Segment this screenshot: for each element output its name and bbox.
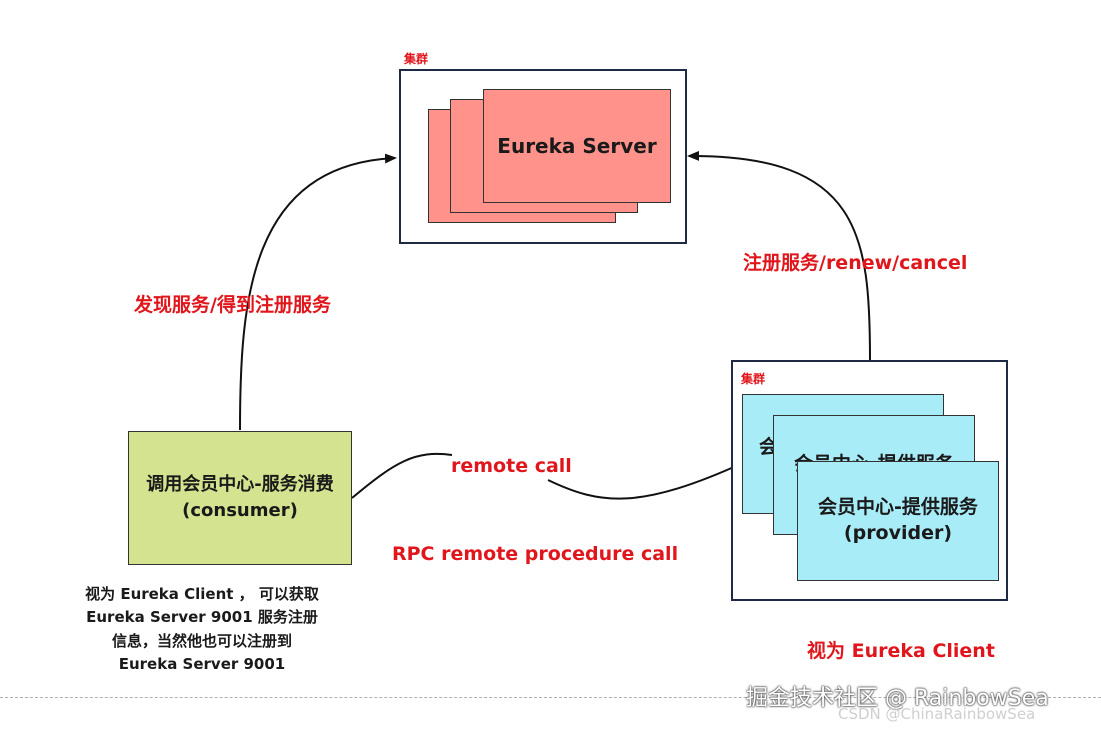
remote-call-label: remote call bbox=[451, 455, 572, 477]
rpc-label: RPC remote procedure call bbox=[392, 543, 679, 565]
provider-cluster: 集群 会 会员中心-提供服务 会员中心-提供服务 (provider) bbox=[731, 360, 1008, 601]
consumer-note-line: Eureka Server 9001 bbox=[118, 654, 286, 673]
register-arrow bbox=[687, 150, 871, 361]
server-cluster-label: 集群 bbox=[404, 52, 429, 66]
consumer-note-line: 信息，当然他也可以注册到 bbox=[111, 631, 292, 650]
remote-call-arrow bbox=[351, 454, 745, 500]
server-cluster: E E Eureka Server bbox=[399, 69, 687, 244]
consumer-note-line: Eureka Server 9001 服务注册 bbox=[86, 608, 318, 627]
server-card-front: Eureka Server bbox=[483, 89, 671, 203]
watermark-main: 掘金技术社区 @ RainbowSea bbox=[746, 686, 1049, 711]
consumer-note: 视为 Eureka Client ， 可以获取 Eureka Server 90… bbox=[66, 583, 338, 676]
provider-cluster-label: 集群 bbox=[741, 372, 766, 386]
provider-client-label: 视为 Eureka Client bbox=[807, 640, 995, 662]
consumer-note-line: 视为 Eureka Client ， 可以获取 bbox=[85, 585, 319, 603]
register-label: 注册服务/renew/cancel bbox=[743, 252, 968, 274]
consumer-subtitle: (consumer) bbox=[182, 500, 298, 521]
watermark-sub: CSDN @ChinaRainbowSea bbox=[838, 705, 1036, 723]
consumer-box: 调用会员中心-服务消费 (consumer) bbox=[128, 431, 352, 565]
provider-card-front: 会员中心-提供服务 (provider) bbox=[797, 461, 999, 581]
consumer-title: 调用会员中心-服务消费 bbox=[146, 473, 334, 495]
page-divider bbox=[0, 697, 1101, 698]
discover-arrow bbox=[239, 153, 397, 431]
discover-label: 发现服务/得到注册服务 bbox=[134, 294, 331, 316]
